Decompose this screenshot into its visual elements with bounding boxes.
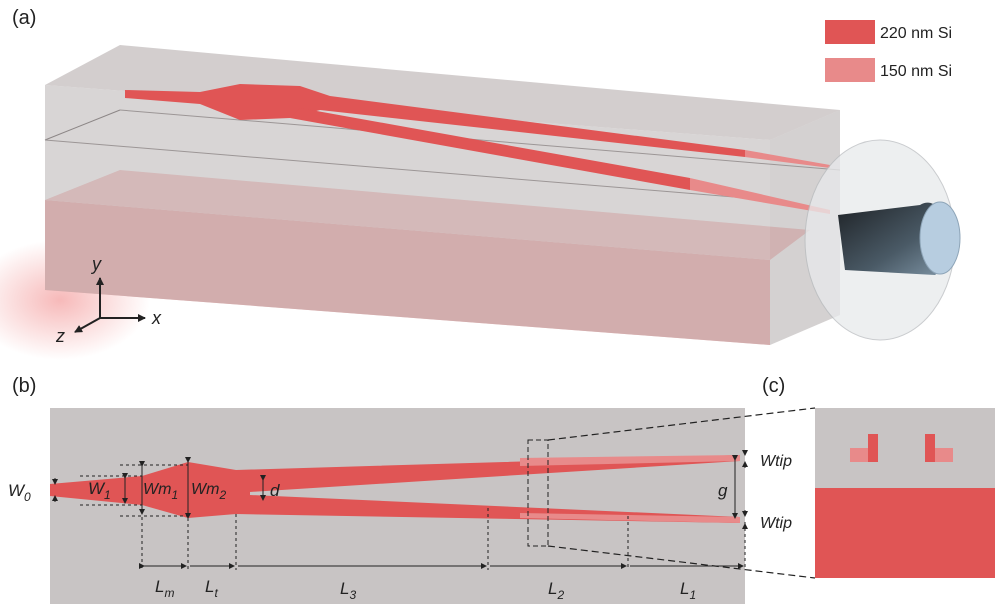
legend-label-220: 220 nm Si (880, 25, 952, 42)
label-w0: W0 (8, 481, 31, 504)
label-wm2: Wm2 (191, 481, 226, 502)
tip-150-bottom (690, 178, 830, 214)
zoom-line-top (547, 407, 816, 441)
panel-c-cross-section (815, 408, 995, 578)
panel-b-top-view: W0 W1 Wm1 Wm2 d g Wtip Wtip Lm Lt L3 L2 … (8, 407, 816, 604)
width-arrows (52, 450, 748, 530)
label-wtip-top: Wtip (760, 453, 792, 470)
label-d: d (270, 481, 280, 500)
cladding-front (45, 85, 770, 345)
axis-y-label: y (90, 254, 102, 274)
tip-region-bottom (520, 513, 740, 523)
waveguide-top-view (50, 455, 740, 523)
label-l1: L1 (680, 579, 696, 602)
tip-150-top (745, 150, 830, 168)
cladding-top (45, 45, 840, 140)
layer-edge (44, 139, 771, 201)
label-wm1: Wm1 (143, 481, 178, 502)
label-lm: Lm (155, 577, 174, 600)
cross-section-tip-left-rib (868, 434, 878, 462)
cross-section-substrate (815, 488, 995, 578)
zoom-region-box (527, 439, 549, 547)
panel-label-b: (b) (12, 375, 36, 397)
label-l2: L2 (548, 579, 564, 602)
cross-section-tip-left-slab (850, 448, 868, 462)
waveguide-220-bottom (290, 108, 690, 190)
legend-swatch-220 (825, 20, 875, 44)
label-wtip-bottom: Wtip (760, 515, 792, 532)
label-l3: L3 (340, 579, 356, 602)
panel-a-3d-view (0, 45, 961, 360)
legend-label-150: 150 nm Si (880, 63, 952, 80)
coordinate-axes: y x z (55, 254, 162, 346)
tip-region-top (520, 455, 740, 466)
panel-label-a: (a) (12, 7, 36, 29)
cross-section-tip-right-rib (925, 434, 935, 462)
fiber-core (838, 202, 949, 275)
panel-label-c: (c) (762, 375, 785, 397)
axis-z-label: z (55, 326, 65, 346)
cross-section-tip-right-slab (935, 448, 953, 462)
legend: 220 nm Si 150 nm Si (825, 20, 952, 82)
label-w1: W1 (88, 479, 111, 502)
legend-swatch-150 (825, 58, 875, 82)
axis-x-label: x (151, 308, 162, 328)
label-lt: Lt (205, 577, 218, 600)
waveguide-220-top (125, 84, 745, 157)
label-g: g (718, 481, 728, 500)
fiber-core-face (919, 201, 961, 275)
zoom-line-bottom (547, 545, 816, 579)
layer-edge (44, 109, 121, 141)
